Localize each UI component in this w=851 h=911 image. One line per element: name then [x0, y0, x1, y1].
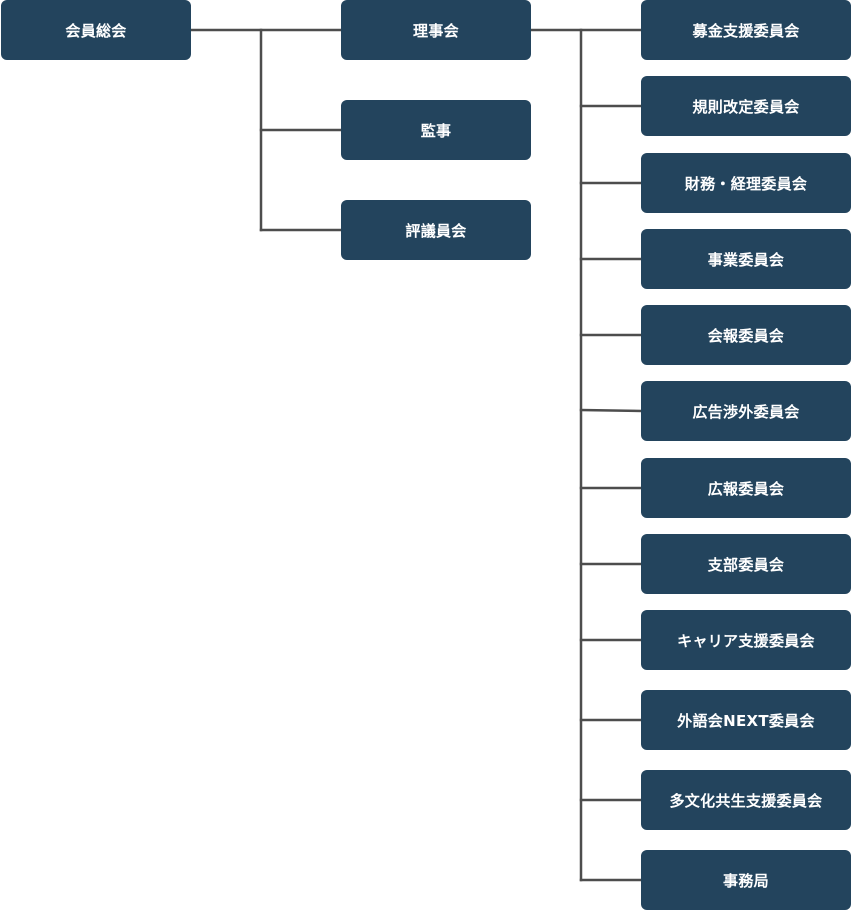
node-multicultural-committee[interactable]: 多文化共生支援委員会	[641, 770, 851, 830]
node-business-committee[interactable]: 事業委員会	[641, 229, 851, 289]
node-council[interactable]: 評議員会	[341, 200, 531, 260]
node-rules-revision-committee[interactable]: 規則改定委員会	[641, 76, 851, 136]
node-finance-committee[interactable]: 財務・経理委員会	[641, 153, 851, 213]
node-branch-committee[interactable]: 支部委員会	[641, 534, 851, 594]
node-next-committee[interactable]: 外語会NEXT委員会	[641, 690, 851, 750]
connector-committee-5	[579, 408, 643, 413]
node-general-assembly[interactable]: 会員総会	[1, 0, 191, 60]
node-board-of-directors[interactable]: 理事会	[341, 0, 531, 60]
node-bulletin-committee[interactable]: 会報委員会	[641, 305, 851, 365]
node-fundraising-committee[interactable]: 募金支援委員会	[641, 0, 851, 60]
node-secretariat[interactable]: 事務局	[641, 850, 851, 910]
node-auditor[interactable]: 監事	[341, 100, 531, 160]
node-career-support-committee[interactable]: キャリア支援委員会	[641, 610, 851, 670]
node-public-relations-committee[interactable]: 広報委員会	[641, 458, 851, 518]
node-advertising-committee[interactable]: 広告渉外委員会	[641, 381, 851, 441]
